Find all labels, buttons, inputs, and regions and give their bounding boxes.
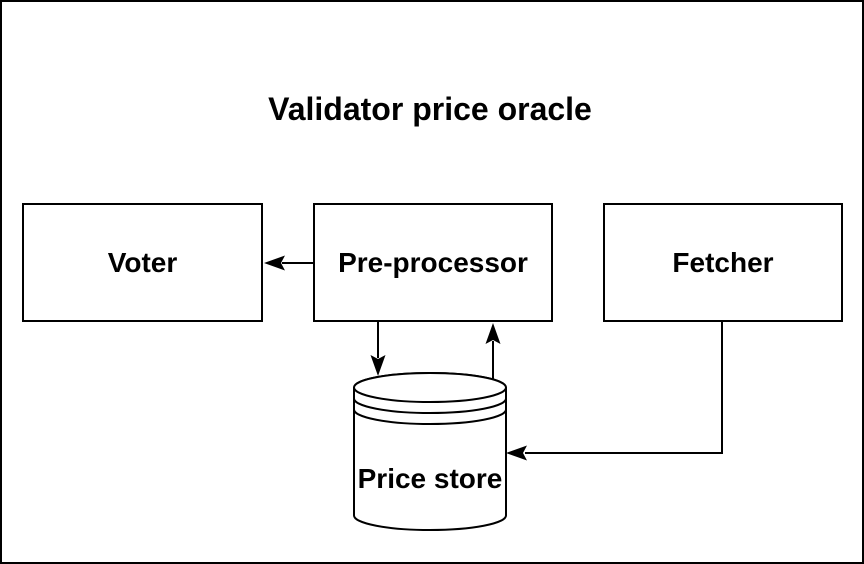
- arrowhead-up-icon: [485, 323, 501, 344]
- edge-preprocessor-to-price-store: [370, 322, 386, 376]
- arrowhead-left-icon: [506, 445, 527, 461]
- edge-fetcher-to-price-store: [506, 322, 723, 461]
- node-price-store-cylinder: [353, 372, 507, 531]
- node-preprocessor-label: Pre-processor: [338, 246, 528, 278]
- node-preprocessor: Pre-processor: [313, 203, 553, 322]
- node-fetcher: Fetcher: [603, 203, 843, 322]
- arrowhead-left-icon: [264, 255, 285, 271]
- edge-preprocessor-to-voter: [264, 255, 313, 271]
- edge-price-store-to-preprocessor: [485, 323, 501, 380]
- arrowhead-down-icon: [370, 355, 386, 376]
- node-fetcher-label: Fetcher: [672, 246, 774, 278]
- node-voter-label: Voter: [107, 246, 178, 278]
- node-voter: Voter: [22, 203, 263, 322]
- node-price-store-label: Price store: [357, 463, 503, 494]
- diagram-title: Validator price oracle: [268, 91, 592, 127]
